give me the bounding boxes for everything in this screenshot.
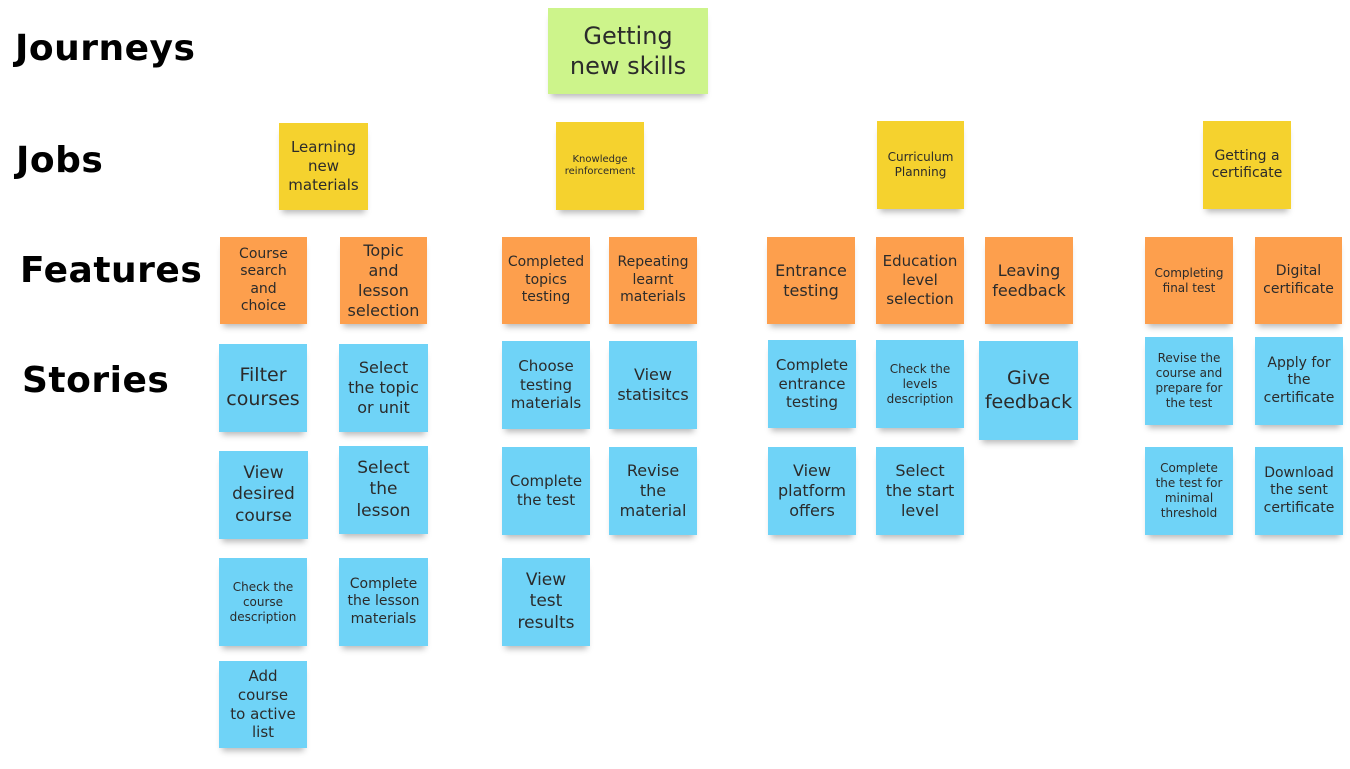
story-note-check-the-course-description[interactable]: Check the course description bbox=[219, 558, 307, 646]
feature-note-label: Entrance testing bbox=[775, 260, 847, 300]
story-note-label: Give feedback bbox=[984, 366, 1073, 413]
story-note-label: Select the topic or unit bbox=[348, 358, 419, 417]
feature-note-label: Education level selection bbox=[882, 252, 958, 308]
journey-note-label: Getting new skills bbox=[569, 22, 687, 80]
story-note-label: View desired course bbox=[232, 463, 295, 526]
story-note-label: Select the lesson bbox=[356, 458, 411, 521]
story-note-label: Select the start level bbox=[885, 461, 955, 520]
story-note-download-the-sent-certificate[interactable]: Download the sent certificate bbox=[1255, 447, 1343, 535]
row-label-journeys: Journeys bbox=[15, 28, 196, 69]
feature-note-topic-and-lesson-selection[interactable]: Topic and lesson selection bbox=[340, 237, 427, 324]
row-label-stories: Stories bbox=[22, 360, 170, 401]
feature-note-completing-final-test[interactable]: Completing final test bbox=[1145, 237, 1233, 324]
job-note-learning-new-materials[interactable]: Learning new materials bbox=[279, 123, 368, 210]
story-note-label: View statisitcs bbox=[617, 365, 689, 404]
job-note-knowledge-reinforcement[interactable]: Knowledge reinforcement bbox=[556, 122, 644, 210]
story-note-complete-the-test-for-minimal-threshold[interactable]: Complete the test for minimal threshold bbox=[1145, 447, 1233, 535]
story-note-select-the-topic-or-unit[interactable]: Select the topic or unit bbox=[339, 344, 428, 432]
feature-note-label: Topic and lesson selection bbox=[347, 240, 420, 320]
feature-note-education-level-selection[interactable]: Education level selection bbox=[876, 237, 964, 324]
feature-note-course-search-and-choice[interactable]: Course search and choice bbox=[220, 237, 307, 324]
story-note-label: Revise the course and prepare for the te… bbox=[1155, 351, 1223, 410]
job-note-label: Getting a certificate bbox=[1211, 147, 1283, 182]
story-note-label: Complete the test for minimal threshold bbox=[1155, 461, 1223, 520]
story-note-label: Complete the lesson materials bbox=[347, 575, 420, 627]
story-note-choose-testing-materials[interactable]: Choose testing materials bbox=[502, 341, 590, 429]
story-note-apply-for-the-certificate[interactable]: Apply for the certificate bbox=[1255, 337, 1343, 425]
journey-note-getting-new-skills[interactable]: Getting new skills bbox=[548, 8, 708, 94]
feature-note-label: Completed topics testing bbox=[507, 254, 585, 306]
story-note-label: Complete entrance testing bbox=[775, 355, 849, 412]
job-note-curriculum-planning[interactable]: Curriculum Planning bbox=[877, 121, 964, 209]
feature-note-completed-topics-testing[interactable]: Completed topics testing bbox=[502, 237, 590, 324]
feature-note-label: Course search and choice bbox=[239, 245, 288, 315]
story-note-view-test-results[interactable]: View test results bbox=[502, 558, 590, 646]
story-note-revise-the-course-and-prepare-for-the-test[interactable]: Revise the course and prepare for the te… bbox=[1145, 337, 1233, 425]
feature-note-label: Completing final test bbox=[1154, 265, 1224, 295]
feature-note-label: Digital certificate bbox=[1263, 263, 1334, 297]
job-note-label: Learning new materials bbox=[288, 138, 359, 194]
story-note-label: Check the course description bbox=[229, 579, 297, 624]
story-note-view-desired-course[interactable]: View desired course bbox=[219, 451, 308, 539]
story-note-label: Filter courses bbox=[226, 364, 300, 410]
job-note-label: Curriculum Planning bbox=[887, 150, 954, 179]
feature-note-label: Leaving feedback bbox=[992, 260, 1066, 300]
story-note-view-statisitcs[interactable]: View statisitcs bbox=[609, 341, 697, 429]
story-note-label: Choose testing materials bbox=[510, 356, 582, 413]
story-note-select-the-lesson[interactable]: Select the lesson bbox=[339, 446, 428, 534]
story-note-revise-the-material[interactable]: Revise the material bbox=[609, 447, 697, 535]
feature-note-digital-certificate[interactable]: Digital certificate bbox=[1255, 237, 1342, 324]
story-note-label: Check the levels description bbox=[886, 361, 954, 406]
story-note-complete-the-test[interactable]: Complete the test bbox=[502, 447, 590, 535]
story-note-label: View platform offers bbox=[778, 461, 846, 520]
story-note-label: Revise the material bbox=[619, 461, 687, 520]
row-label-jobs: Jobs bbox=[16, 140, 104, 181]
story-note-add-course-to-active-list[interactable]: Add course to active list bbox=[219, 661, 307, 748]
feature-note-repeating-learnt-materials[interactable]: Repeating learnt materials bbox=[609, 237, 697, 324]
story-note-select-the-start-level[interactable]: Select the start level bbox=[876, 447, 964, 535]
story-note-complete-entrance-testing[interactable]: Complete entrance testing bbox=[768, 340, 856, 428]
job-note-getting-a-certificate[interactable]: Getting a certificate bbox=[1203, 121, 1291, 209]
row-label-features: Features bbox=[20, 250, 203, 291]
story-note-label: Apply for the certificate bbox=[1263, 354, 1335, 406]
story-note-view-platform-offers[interactable]: View platform offers bbox=[768, 447, 856, 535]
story-note-complete-the-lesson-materials[interactable]: Complete the lesson materials bbox=[339, 558, 428, 646]
feature-note-label: Repeating learnt materials bbox=[617, 254, 689, 306]
story-note-label: Download the sent certificate bbox=[1263, 464, 1335, 516]
feature-note-entrance-testing[interactable]: Entrance testing bbox=[767, 237, 855, 324]
story-note-label: Complete the test bbox=[509, 472, 583, 509]
story-note-filter-courses[interactable]: Filter courses bbox=[219, 344, 307, 432]
job-note-label: Knowledge reinforcement bbox=[564, 153, 636, 178]
feature-note-leaving-feedback[interactable]: Leaving feedback bbox=[985, 237, 1073, 324]
story-note-check-the-levels-description[interactable]: Check the levels description bbox=[876, 340, 964, 428]
story-note-label: Add course to active list bbox=[230, 667, 296, 742]
story-note-label: View test results bbox=[517, 570, 575, 633]
story-note-give-feedback[interactable]: Give feedback bbox=[979, 341, 1078, 440]
